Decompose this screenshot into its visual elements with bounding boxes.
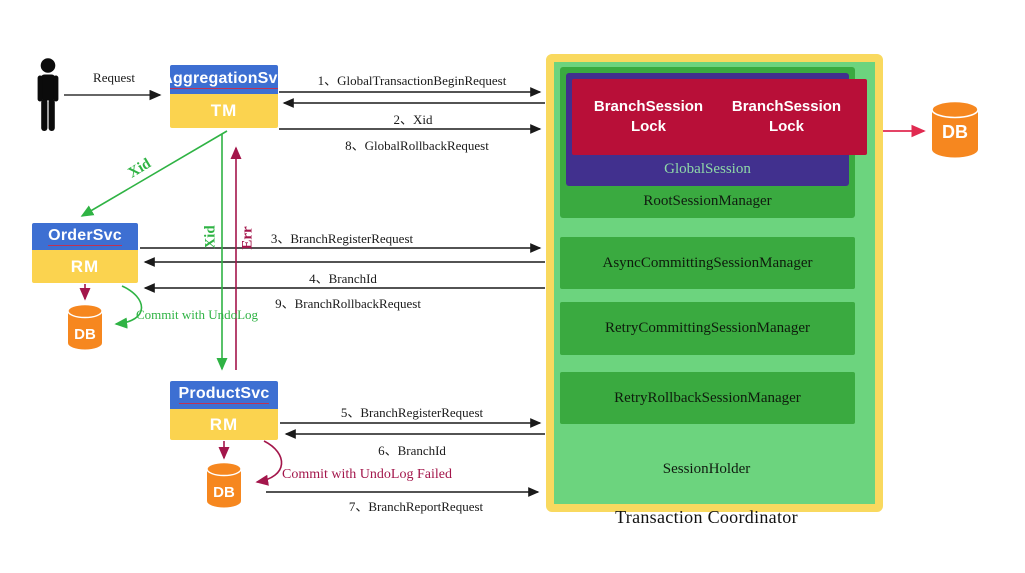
root-session-manager-label: RootSessionManager (643, 193, 772, 209)
commit-undolog-failed-label: Commit with UndoLog Failed (282, 467, 452, 482)
commit-undolog-label: Commit with UndoLog (136, 307, 259, 322)
product-svc-rm-band: RM (170, 409, 278, 440)
global-session-label: GlobalSession (664, 161, 751, 177)
product-db-cylinder: DB (206, 461, 242, 508)
msg-6-label: 6、BranchId (378, 443, 446, 458)
aggregation-svc-box: AggregationSvc TM (170, 65, 278, 128)
aggregation-svc-tm-band: TM (170, 94, 278, 128)
session-holder-label: SessionHolder (662, 461, 751, 477)
msg-9-label: 9、BranchRollbackRequest (275, 296, 421, 311)
msg-1-label: 1、GlobalTransactionBeginRequest (317, 73, 507, 88)
order-svc-rm-band: RM (32, 250, 138, 283)
msg-5-label: 5、BranchRegisterRequest (340, 405, 484, 420)
async-committing-session-manager-box: AsyncCommittingSessionManager (560, 237, 855, 289)
msg-8-label: 8、GlobalRollbackRequest (345, 138, 489, 153)
branch-session-lock-2: BranchSession Lock (706, 79, 867, 155)
xid-diagonal-label: Xid (125, 155, 154, 182)
coordinator-db-label: DB (942, 122, 968, 142)
msg-2-label: 2、Xid (393, 112, 433, 127)
order-db-cylinder: DB (67, 303, 103, 350)
aggregation-svc-title: AggregationSvc (170, 65, 278, 94)
retry-committing-session-manager-box: RetryCommittingSessionManager (560, 302, 855, 355)
product-svc-box: ProductSvc RM (170, 381, 278, 440)
xid-vertical-label: Xid (202, 225, 219, 249)
err-vertical-label: Err (239, 226, 256, 250)
msg-3-label: 3、BranchRegisterRequest (270, 231, 414, 246)
order-svc-title: OrderSvc (32, 223, 138, 250)
order-db-label: DB (74, 326, 96, 343)
user-actor-icon (37, 58, 59, 131)
msg-4-label: 4、BranchId (309, 271, 377, 286)
product-db-label: DB (213, 484, 235, 501)
arrow-xid-to-ordersvc (80, 130, 228, 217)
branch-session-lock-1: BranchSession Lock (572, 79, 725, 155)
retry-rollback-session-manager-box: RetryRollbackSessionManager (560, 372, 855, 424)
transaction-coordinator-caption: Transaction Coordinator (615, 507, 798, 527)
arrow-commit-undolog-failed (255, 440, 283, 486)
product-svc-title: ProductSvc (170, 381, 278, 409)
coordinator-db-cylinder: DB (931, 100, 979, 158)
order-svc-box: OrderSvc RM (32, 223, 138, 283)
msg-7-label: 7、BranchReportRequest (348, 499, 484, 514)
request-label: Request (93, 70, 135, 85)
